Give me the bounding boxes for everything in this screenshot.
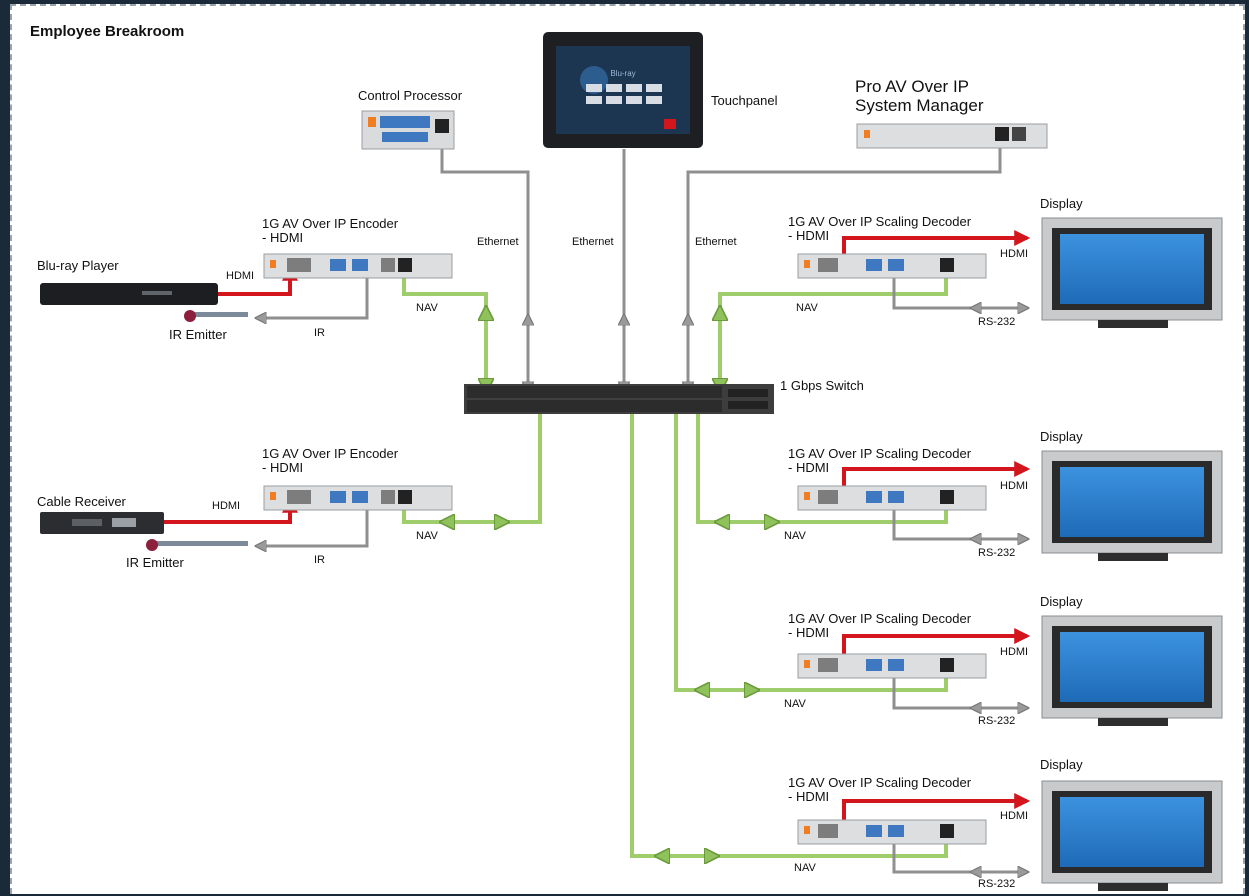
hdmi-label-decoder-4: HDMI	[1000, 810, 1029, 822]
nav-link-decoder-1	[720, 268, 948, 391]
nav-label-encoder-1: NAV	[416, 302, 438, 314]
nav-link-decoder-4	[630, 406, 948, 858]
display-3-device	[1041, 615, 1223, 726]
system-manager-label: Pro AV Over IP System Manager	[855, 77, 984, 115]
nav-link-decoder-2	[696, 406, 948, 524]
switch-device	[464, 384, 774, 414]
ir-emitter-1-label: IR Emitter	[169, 327, 227, 342]
ethernet-links	[440, 136, 1002, 391]
diagram-title: Employee Breakroom	[30, 23, 185, 40]
decoder-4-label: 1G AV Over IP Scaling Decoder - HDMI	[788, 775, 972, 805]
bluray-player-device	[40, 283, 218, 305]
nav-links	[402, 268, 948, 858]
hdmi-label-decoder-2: HDMI	[1000, 480, 1029, 492]
bluray-player-label: Blu-ray Player	[37, 258, 119, 273]
ethernet-label-3: Ethernet	[695, 236, 737, 248]
rs232-label-2: RS-232	[978, 547, 1016, 559]
hdmi-label-bluray: HDMI	[226, 270, 255, 282]
cable-receiver-label: Cable Receiver	[37, 494, 126, 509]
display-4-label: Display	[1040, 757, 1083, 772]
rs232-label-1: RS-232	[978, 316, 1016, 328]
nav-link-encoder-1	[402, 268, 486, 391]
cable-receiver-device	[40, 512, 164, 534]
touchpanel-label: Touchpanel	[711, 93, 778, 108]
hdmi-label-cable: HDMI	[212, 500, 241, 512]
ir-label-1: IR	[314, 327, 325, 339]
control-links	[257, 268, 1027, 872]
display-2-device	[1041, 450, 1223, 561]
decoder-4-device	[797, 819, 987, 845]
rs232-label-3: RS-232	[978, 715, 1016, 727]
ethernet-label-1: Ethernet	[477, 236, 519, 248]
nav-label-decoder-1: NAV	[796, 302, 818, 314]
encoder-1-device	[263, 253, 453, 279]
decoder-2-device	[797, 485, 987, 511]
display-2-label: Display	[1040, 429, 1083, 444]
touchpanel-screen-title: Blu-ray	[610, 69, 635, 78]
decoder-3-device	[797, 653, 987, 679]
hdmi-label-decoder-3: HDMI	[1000, 646, 1029, 658]
ir-link-2	[257, 500, 369, 546]
hdmi-label-decoder-1: HDMI	[1000, 248, 1029, 260]
ir-emitter-2-label: IR Emitter	[126, 555, 184, 570]
ir-link-1	[257, 268, 369, 318]
display-3-label: Display	[1040, 594, 1083, 609]
diagram-drawing: Blu-ray	[40, 32, 1223, 891]
system-manager-device	[856, 123, 1048, 149]
rs232-label-4: RS-232	[978, 878, 1016, 890]
touchpanel-device: Blu-ray	[543, 32, 703, 148]
decoder-1-label: 1G AV Over IP Scaling Decoder - HDMI	[788, 214, 972, 244]
encoder-2-device	[263, 485, 453, 511]
decoder-1-device	[797, 253, 987, 279]
encoder-1-label: 1G AV Over IP Encoder - HDMI	[262, 216, 399, 246]
decoder-2-label: 1G AV Over IP Scaling Decoder - HDMI	[788, 446, 972, 476]
ir-label-2: IR	[314, 554, 325, 566]
ir-emitter-2	[146, 539, 248, 551]
control-processor-label: Control Processor	[358, 88, 463, 103]
ethernet-link-system-manager	[688, 136, 1002, 391]
control-processor-device	[361, 110, 455, 150]
decoder-3-label: 1G AV Over IP Scaling Decoder - HDMI	[788, 611, 972, 641]
ethernet-link-control-processor	[440, 136, 528, 391]
nav-label-decoder-3: NAV	[784, 698, 806, 710]
nav-link-decoder-3	[674, 406, 948, 692]
hdmi-links	[164, 230, 1031, 830]
display-1-label: Display	[1040, 196, 1083, 211]
display-1-device	[1041, 217, 1223, 328]
nav-label-decoder-2: NAV	[784, 530, 806, 542]
diagram-canvas: Blu-ray	[10, 4, 1245, 894]
nav-label-decoder-4: NAV	[794, 862, 816, 874]
display-4-device	[1041, 780, 1223, 891]
encoder-2-label: 1G AV Over IP Encoder - HDMI	[262, 446, 399, 476]
switch-label: 1 Gbps Switch	[780, 378, 864, 393]
ir-emitter-1	[184, 310, 248, 322]
nav-label-encoder-2: NAV	[416, 530, 438, 542]
ethernet-label-2: Ethernet	[572, 236, 614, 248]
